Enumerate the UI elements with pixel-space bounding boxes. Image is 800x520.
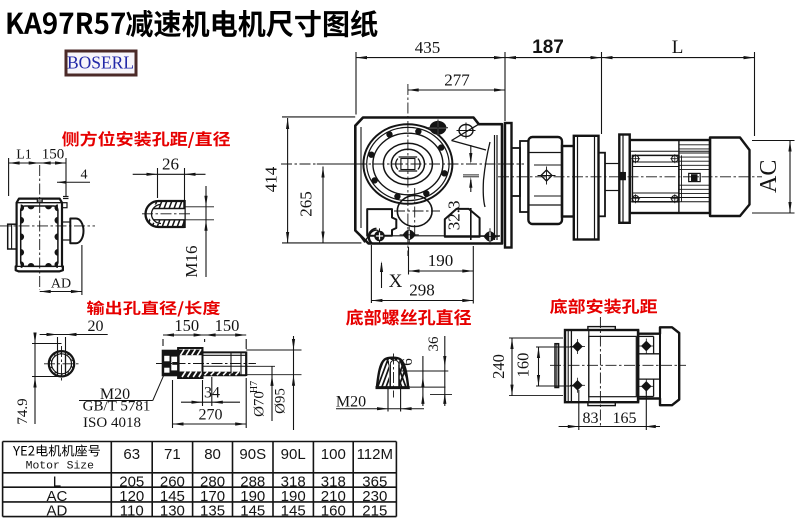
svg-text:240: 240 — [489, 354, 508, 379]
svg-text:414: 414 — [262, 166, 281, 192]
svg-text:150: 150 — [174, 316, 199, 335]
svg-text:205: 205 — [119, 473, 144, 490]
svg-text:190: 190 — [428, 251, 454, 270]
svg-text:210: 210 — [321, 488, 346, 505]
svg-text:71: 71 — [164, 446, 181, 463]
svg-text:230: 230 — [362, 488, 387, 505]
svg-text:36: 36 — [426, 336, 442, 352]
svg-text:135: 135 — [200, 503, 225, 520]
svg-text:Ø70: Ø70 — [252, 391, 268, 417]
svg-text:190: 190 — [240, 488, 265, 505]
svg-text:90L: 90L — [281, 446, 306, 463]
svg-text:L: L — [53, 473, 61, 490]
svg-text:BOSERL: BOSERL — [67, 53, 134, 73]
svg-text:265: 265 — [297, 191, 316, 217]
svg-text:170: 170 — [200, 488, 225, 505]
svg-text:145: 145 — [160, 488, 185, 505]
svg-text:318: 318 — [281, 473, 306, 490]
svg-text:6: 6 — [400, 358, 416, 366]
svg-text:190: 190 — [281, 488, 306, 505]
svg-text:M20: M20 — [100, 386, 130, 403]
svg-text:L1: L1 — [16, 148, 32, 163]
svg-text:110: 110 — [120, 503, 144, 520]
svg-text:112M: 112M — [357, 446, 393, 463]
svg-text:298: 298 — [409, 281, 435, 300]
svg-text:H7: H7 — [249, 381, 260, 393]
svg-text:365: 365 — [362, 473, 387, 490]
svg-text:L: L — [672, 37, 684, 58]
svg-text:AC: AC — [47, 488, 68, 505]
svg-text:288: 288 — [240, 473, 265, 490]
svg-text:4: 4 — [81, 168, 88, 183]
svg-text:90S: 90S — [239, 446, 266, 463]
svg-text:270: 270 — [199, 407, 223, 424]
svg-text:Ø95: Ø95 — [273, 388, 289, 414]
svg-text:26: 26 — [162, 155, 179, 174]
svg-text:AC: AC — [756, 160, 782, 193]
svg-text:M16: M16 — [182, 245, 201, 277]
svg-text:215: 215 — [362, 503, 387, 520]
svg-text:20: 20 — [88, 318, 104, 335]
svg-text:150: 150 — [215, 316, 240, 335]
svg-text:80: 80 — [204, 446, 221, 463]
svg-text:160: 160 — [321, 503, 346, 520]
svg-text:AD: AD — [47, 503, 68, 520]
svg-text:ISO 4018: ISO 4018 — [83, 415, 141, 431]
svg-text:160: 160 — [514, 353, 533, 378]
svg-text:318: 318 — [321, 473, 346, 490]
svg-text:83: 83 — [583, 410, 599, 427]
svg-text:280: 280 — [200, 473, 225, 490]
svg-text:150: 150 — [42, 147, 65, 163]
svg-text:277: 277 — [444, 71, 470, 90]
svg-text:X: X — [389, 271, 403, 292]
svg-text:32.3: 32.3 — [445, 201, 464, 231]
svg-text:AD: AD — [51, 277, 71, 292]
svg-text:435: 435 — [415, 38, 441, 57]
svg-text:187: 187 — [532, 37, 564, 58]
svg-text:145: 145 — [281, 503, 306, 520]
svg-text:260: 260 — [160, 473, 185, 490]
svg-text:145: 145 — [240, 503, 265, 520]
svg-text:M20: M20 — [336, 394, 366, 411]
svg-text:100: 100 — [321, 446, 346, 463]
svg-text:63: 63 — [123, 446, 140, 463]
svg-text:GB/T 5781: GB/T 5781 — [83, 399, 151, 415]
svg-text:130: 130 — [160, 503, 185, 520]
svg-text:165: 165 — [613, 410, 637, 427]
svg-text:Motor Size: Motor Size — [26, 461, 95, 473]
svg-text:120: 120 — [119, 488, 144, 505]
svg-text:74.9: 74.9 — [15, 398, 31, 424]
